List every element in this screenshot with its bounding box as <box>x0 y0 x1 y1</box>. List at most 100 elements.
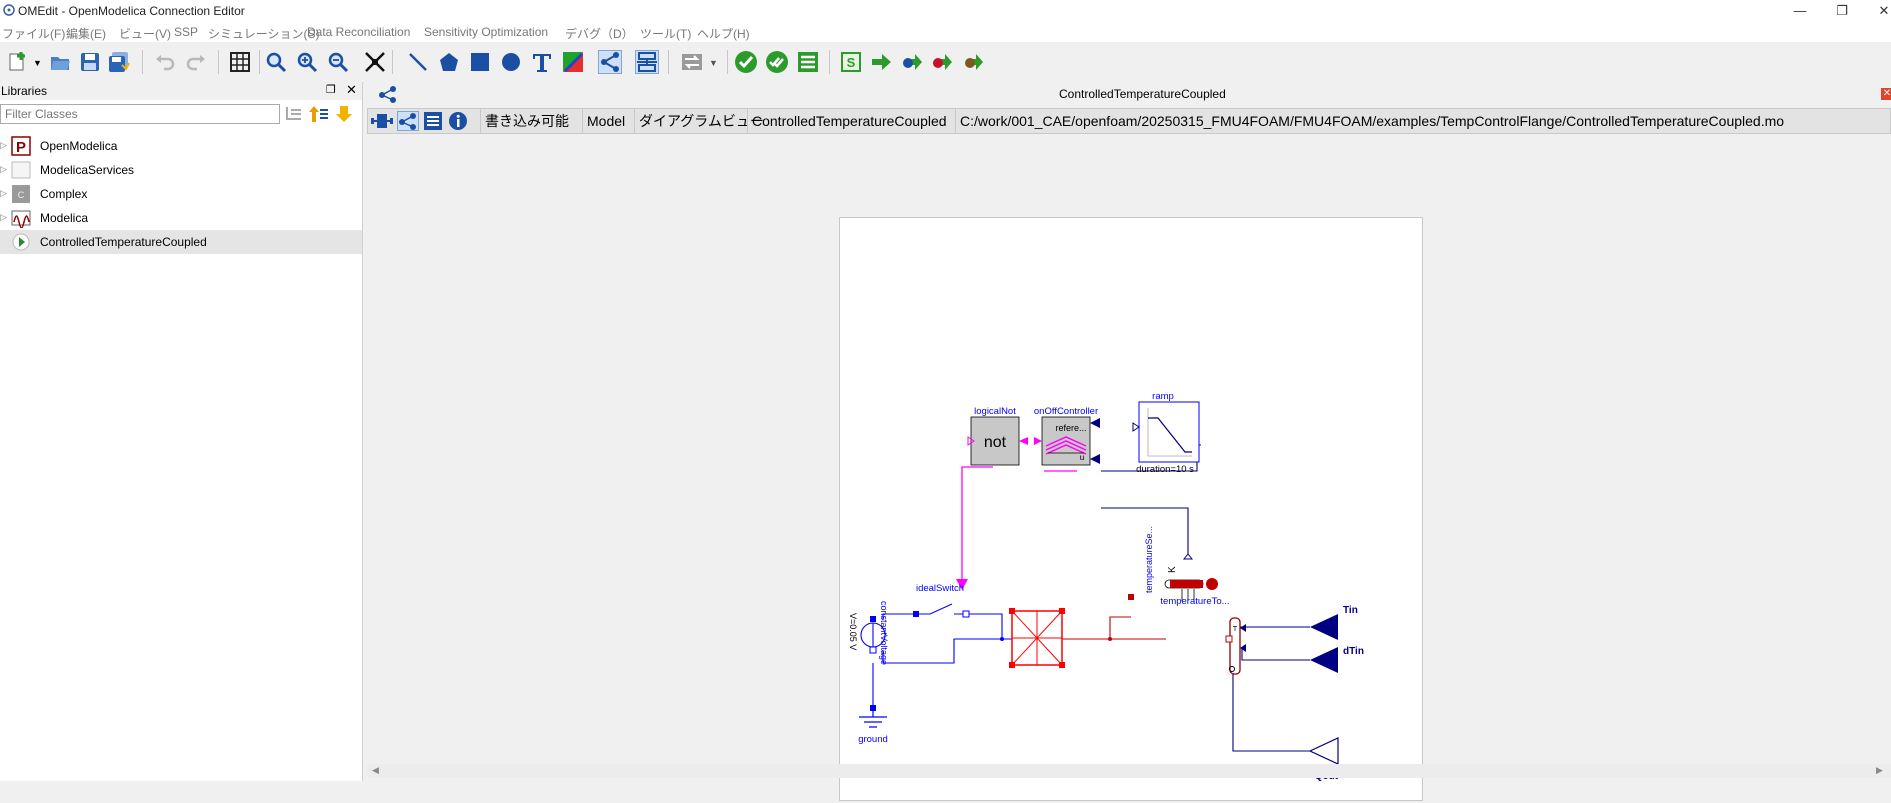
check-all-button[interactable] <box>765 50 789 74</box>
menu-help[interactable]: ヘルプ(H) <box>697 27 750 41</box>
sort-down-button[interactable] <box>334 104 354 124</box>
ellipse-tool-button[interactable] <box>499 50 523 74</box>
dtin-input-connector[interactable] <box>1310 647 1338 673</box>
heater-corner-tl[interactable] <box>1009 608 1015 614</box>
tree-item-modelica[interactable]: ▷ Modelica <box>0 206 362 230</box>
heater-corner-tr[interactable] <box>1059 608 1065 614</box>
not-output-port[interactable] <box>967 436 975 446</box>
minimize-button[interactable]: — <box>1793 3 1807 18</box>
zoom-in-button[interactable] <box>295 50 319 74</box>
connect-mode-button[interactable] <box>598 50 622 74</box>
dtin-connection[interactable] <box>1241 647 1310 661</box>
new-dropdown-arrow-icon[interactable]: ▼ <box>33 58 42 68</box>
temperature-to-block[interactable] <box>1229 617 1241 675</box>
text-view-button[interactable] <box>423 111 445 131</box>
polygon-tool-button[interactable] <box>437 50 461 74</box>
menu-debug[interactable]: デバグ（D） <box>565 27 634 41</box>
flange-thermal-port[interactable] <box>1225 635 1233 643</box>
ramp-output-port[interactable] <box>1132 422 1140 432</box>
ground-icon[interactable] <box>859 711 887 728</box>
expand-arrow-icon[interactable]: ▷ <box>0 188 7 198</box>
menu-view[interactable]: ビュー(V) <box>119 27 171 41</box>
voltage-port-n[interactable] <box>869 646 877 654</box>
expand-arrow-icon[interactable]: ▷ <box>0 140 7 150</box>
menu-file[interactable]: ファイル(F) <box>2 27 66 41</box>
switch-port-p[interactable] <box>913 611 919 617</box>
grid-toggle-button[interactable] <box>228 50 252 74</box>
boolean-connection[interactable] <box>961 466 993 583</box>
close-panel-icon[interactable]: ✕ <box>346 82 357 97</box>
qout-connection[interactable] <box>1232 665 1310 752</box>
flange-to-sensor-connection[interactable] <box>1109 616 1131 639</box>
bitmap-tool-button[interactable] <box>561 50 585 74</box>
diagram-canvas[interactable]: logicalNot not onOffController refere...… <box>839 217 1423 801</box>
line-tool-button[interactable] <box>406 50 430 74</box>
menu-data-reconciliation[interactable]: Data Reconciliation <box>307 25 411 39</box>
documentation-view-button[interactable] <box>448 111 470 131</box>
restore-button[interactable]: ❐ <box>1836 3 1848 18</box>
switch-to-heater-connection[interactable] <box>966 613 1012 640</box>
sensor-output-port[interactable] <box>1182 553 1194 560</box>
close-editor-icon[interactable]: ✕ <box>1881 88 1891 100</box>
scroll-right-icon[interactable]: ▶ <box>1876 765 1883 775</box>
close-window-button[interactable]: ✕ <box>1878 3 1890 18</box>
menu-ssp[interactable]: SSP <box>174 25 199 39</box>
expand-arrow-icon[interactable]: ▷ <box>0 164 7 174</box>
filter-classes-input[interactable] <box>0 104 280 124</box>
sensor-to-controller-connection[interactable] <box>1101 507 1189 554</box>
reference-input-port[interactable] <box>1090 418 1100 428</box>
expand-arrow-icon[interactable]: ▷ <box>0 212 7 222</box>
switch-icon[interactable] <box>919 603 963 615</box>
undock-icon[interactable]: ❐ <box>326 84 336 96</box>
voltage-return-connection[interactable] <box>882 638 1002 664</box>
open-file-button[interactable] <box>48 50 72 74</box>
save-all-button[interactable] <box>107 50 131 74</box>
simulation-setup-button[interactable]: S <box>839 50 863 74</box>
flange-dt-input[interactable] <box>1240 644 1246 652</box>
tree-item-modelicaservices[interactable]: ▷ ModelicaServices <box>0 158 362 182</box>
instantiate-button[interactable] <box>796 50 820 74</box>
save-button[interactable] <box>78 50 102 74</box>
menu-tools[interactable]: ツール(T) <box>640 27 692 41</box>
icon-view-button[interactable] <box>371 111 393 131</box>
switch-control-port[interactable] <box>956 579 968 590</box>
heater-corner-bl[interactable] <box>1009 662 1015 668</box>
scroll-left-icon[interactable]: ◀ <box>372 765 379 775</box>
zoom-reset-button[interactable] <box>264 50 288 74</box>
horizontal-scrollbar[interactable]: ◀ ▶ <box>367 764 1891 778</box>
redo-button[interactable] <box>184 50 208 74</box>
u-input-port[interactable] <box>1090 454 1100 464</box>
qout-output-connector[interactable] <box>1308 737 1339 765</box>
voltage-port-p[interactable] <box>870 616 876 622</box>
undo-button[interactable] <box>153 50 177 74</box>
sort-up-button[interactable] <box>309 104 329 124</box>
ground-port[interactable] <box>870 705 876 711</box>
transition-mode-button[interactable] <box>635 50 659 74</box>
tree-item-controlledtemperaturecoupled[interactable]: ControlledTemperatureCoupled <box>0 230 362 254</box>
zoom-out-button[interactable] <box>326 50 350 74</box>
collapse-all-button[interactable] <box>284 104 304 124</box>
simulate-algorithm-debug-button[interactable] <box>930 50 954 74</box>
swap-dropdown-arrow-icon[interactable]: ▼ <box>709 58 718 68</box>
sensor-thermal-port[interactable] <box>1128 594 1134 600</box>
switch-port-n[interactable] <box>962 610 970 618</box>
menu-sensitivity-optimization[interactable]: Sensitivity Optimization <box>424 25 549 39</box>
flange-t-input[interactable] <box>1240 624 1246 632</box>
simulate-button[interactable] <box>869 50 893 74</box>
diagram-view-button[interactable] <box>397 111 419 131</box>
simulate-debug-button[interactable] <box>900 50 924 74</box>
text-tool-button[interactable] <box>530 50 554 74</box>
not-input-port[interactable] <box>1019 437 1028 445</box>
heater-corner-br[interactable] <box>1059 662 1065 668</box>
simulate-animation-button[interactable] <box>961 50 985 74</box>
tree-item-complex[interactable]: ▷ C Complex <box>0 182 362 206</box>
swap-button[interactable] <box>680 50 704 74</box>
logical-not-block[interactable] <box>970 416 1020 466</box>
tin-input-connector[interactable] <box>1310 614 1338 640</box>
rectangle-tool-button[interactable] <box>468 50 492 74</box>
controller-output-port[interactable] <box>1034 437 1042 445</box>
check-model-button[interactable] <box>734 50 758 74</box>
menu-edit[interactable]: 編集(E) <box>66 27 106 41</box>
tree-item-openmodelica[interactable]: ▷ P OpenModelica <box>0 134 362 158</box>
new-file-button[interactable] <box>6 50 30 74</box>
